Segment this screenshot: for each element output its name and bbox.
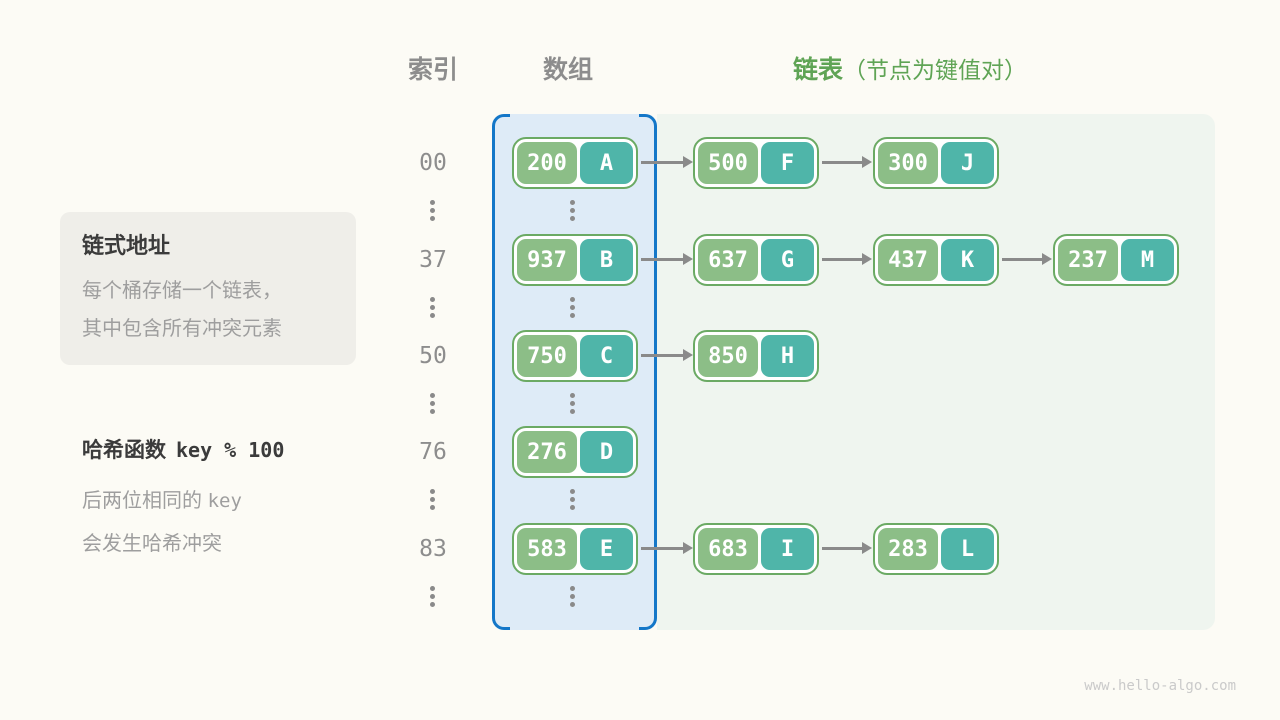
chain-node: 300 J	[873, 137, 999, 189]
vertical-ellipsis-icon	[570, 393, 575, 414]
key-pill: 583	[517, 528, 577, 570]
row-index-label: 83	[419, 536, 447, 562]
hash-note-line: 后两位相同的 key	[82, 490, 242, 512]
info-card-line: 其中包含所有冲突元素	[82, 318, 282, 340]
bucket-node: 583 E	[512, 523, 638, 575]
row-index-label: 00	[419, 150, 447, 176]
array-bracket-left	[492, 114, 510, 630]
key-pill: 437	[878, 239, 938, 281]
key-pill: 237	[1058, 239, 1118, 281]
value-pill: K	[941, 239, 994, 281]
chain-node: 637 G	[693, 234, 819, 286]
watermark: www.hello-algo.com	[1084, 678, 1236, 694]
arrow-icon	[641, 253, 693, 265]
index-column-label: 索引	[407, 56, 458, 84]
key-pill: 937	[517, 239, 577, 281]
value-pill: D	[580, 431, 633, 473]
arrow-icon	[641, 156, 693, 168]
list-label-note: （节点为键值对）	[843, 57, 1028, 83]
value-pill: B	[580, 239, 633, 281]
key-pill: 276	[517, 431, 577, 473]
array-bracket-right	[639, 114, 657, 630]
list-column-label: 链表（节点为键值对）	[793, 53, 1027, 87]
hash-function-label: 哈希函数	[82, 439, 166, 462]
value-pill: I	[761, 528, 814, 570]
key-pill: 200	[517, 142, 577, 184]
hash-note-line: 会发生哈希冲突	[82, 533, 222, 555]
key-pill: 500	[698, 142, 758, 184]
arrow-icon	[641, 349, 693, 361]
vertical-ellipsis-icon	[570, 297, 575, 318]
hash-function-code: key % 100	[176, 438, 285, 462]
value-pill: M	[1121, 239, 1174, 281]
value-pill: G	[761, 239, 814, 281]
chain-node: 437 K	[873, 234, 999, 286]
key-pill: 283	[878, 528, 938, 570]
key-pill: 850	[698, 335, 758, 377]
chain-node: 500 F	[693, 137, 819, 189]
vertical-ellipsis-icon	[570, 489, 575, 510]
vertical-ellipsis-icon	[430, 297, 435, 318]
arrow-icon	[1002, 253, 1052, 265]
chain-node: 850 H	[693, 330, 819, 382]
info-card-line: 每个桶存储一个链表，	[82, 280, 282, 302]
vertical-ellipsis-icon	[430, 200, 435, 221]
value-pill: C	[580, 335, 633, 377]
bucket-node: 200 A	[512, 137, 638, 189]
list-label-text: 链表	[793, 56, 844, 84]
hash-row: 76 276 D	[0, 426, 1280, 478]
arrow-icon	[822, 253, 872, 265]
row-index-label: 76	[419, 439, 447, 465]
arrow-icon	[641, 542, 693, 554]
key-pill: 300	[878, 142, 938, 184]
vertical-ellipsis-icon	[430, 393, 435, 414]
array-column-label: 数组	[542, 56, 593, 84]
value-pill: L	[941, 528, 994, 570]
key-code: key	[207, 490, 242, 512]
vertical-ellipsis-icon	[430, 489, 435, 510]
vertical-ellipsis-icon	[430, 586, 435, 607]
value-pill: A	[580, 142, 633, 184]
chain-node: 237 M	[1053, 234, 1179, 286]
value-pill: H	[761, 335, 814, 377]
info-card-title: 链式地址	[82, 233, 171, 258]
hash-row: 37 937 B 637 G 437 K 237 M	[0, 234, 1280, 286]
hash-row: 00 200 A 500 F 300 J	[0, 137, 1280, 189]
key-pill: 750	[517, 335, 577, 377]
key-pill: 683	[698, 528, 758, 570]
hash-function-note: 哈希函数 key % 100 后两位相同的 key 会发生哈希冲突	[82, 434, 284, 556]
chain-node: 683 I	[693, 523, 819, 575]
vertical-ellipsis-icon	[570, 586, 575, 607]
vertical-ellipsis-icon	[570, 200, 575, 221]
value-pill: J	[941, 142, 994, 184]
chain-node: 283 L	[873, 523, 999, 575]
arrow-icon	[822, 156, 872, 168]
value-pill: E	[580, 528, 633, 570]
bucket-node: 750 C	[512, 330, 638, 382]
hash-row: 83 583 E 683 I 283 L	[0, 523, 1280, 575]
info-card: 链式地址 每个桶存储一个链表， 其中包含所有冲突元素	[60, 212, 356, 365]
arrow-icon	[822, 542, 872, 554]
bucket-node: 276 D	[512, 426, 638, 478]
row-index-label: 37	[419, 247, 447, 273]
row-index-label: 50	[419, 343, 447, 369]
bucket-node: 937 B	[512, 234, 638, 286]
value-pill: F	[761, 142, 814, 184]
hash-row: 50 750 C 850 H	[0, 330, 1280, 382]
key-pill: 637	[698, 239, 758, 281]
